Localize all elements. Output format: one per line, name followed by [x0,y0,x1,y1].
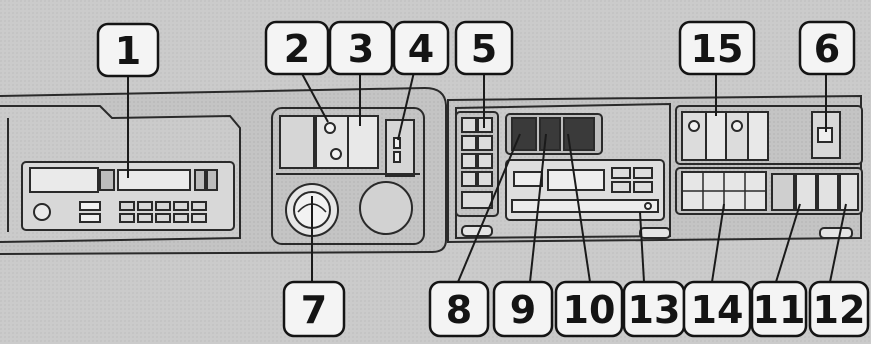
callout-9: 9 [494,282,552,336]
callout-4-label: 4 [408,27,434,71]
callout-7: 7 [284,282,344,336]
callout-13-label: 13 [628,288,681,332]
callout-14: 14 [684,282,750,336]
callout-7-label: 7 [301,288,327,332]
right-lower-panel [676,168,862,214]
callout-3: 3 [330,22,392,74]
callout-2: 2 [266,22,328,74]
callout-14-label: 14 [691,288,744,332]
callout-15: 15 [680,22,754,74]
rocker-switches [506,114,602,154]
callout-11: 11 [752,282,806,336]
callout-10: 10 [556,282,622,336]
callout-1-label: 1 [115,29,141,73]
callout-6: 6 [800,22,854,74]
callout-13: 13 [624,282,684,336]
callout-5: 5 [456,22,512,74]
callout-8-label: 8 [446,288,472,332]
callout-3-label: 3 [348,27,374,71]
cassette-unit [506,160,664,220]
callout-6-label: 6 [814,27,840,71]
callout-15-label: 15 [691,27,744,71]
callout-5-label: 5 [471,27,497,71]
callout-9-label: 9 [510,288,536,332]
callout-12: 12 [810,282,868,336]
right-upper-panel [676,106,862,164]
callout-4: 4 [394,22,448,74]
callout-8: 8 [430,282,488,336]
callout-2-label: 2 [284,27,310,71]
callout-12-label: 12 [813,288,866,332]
callout-11-label: 11 [753,288,806,332]
callout-1: 1 [98,24,158,76]
callout-10-label: 10 [563,288,616,332]
